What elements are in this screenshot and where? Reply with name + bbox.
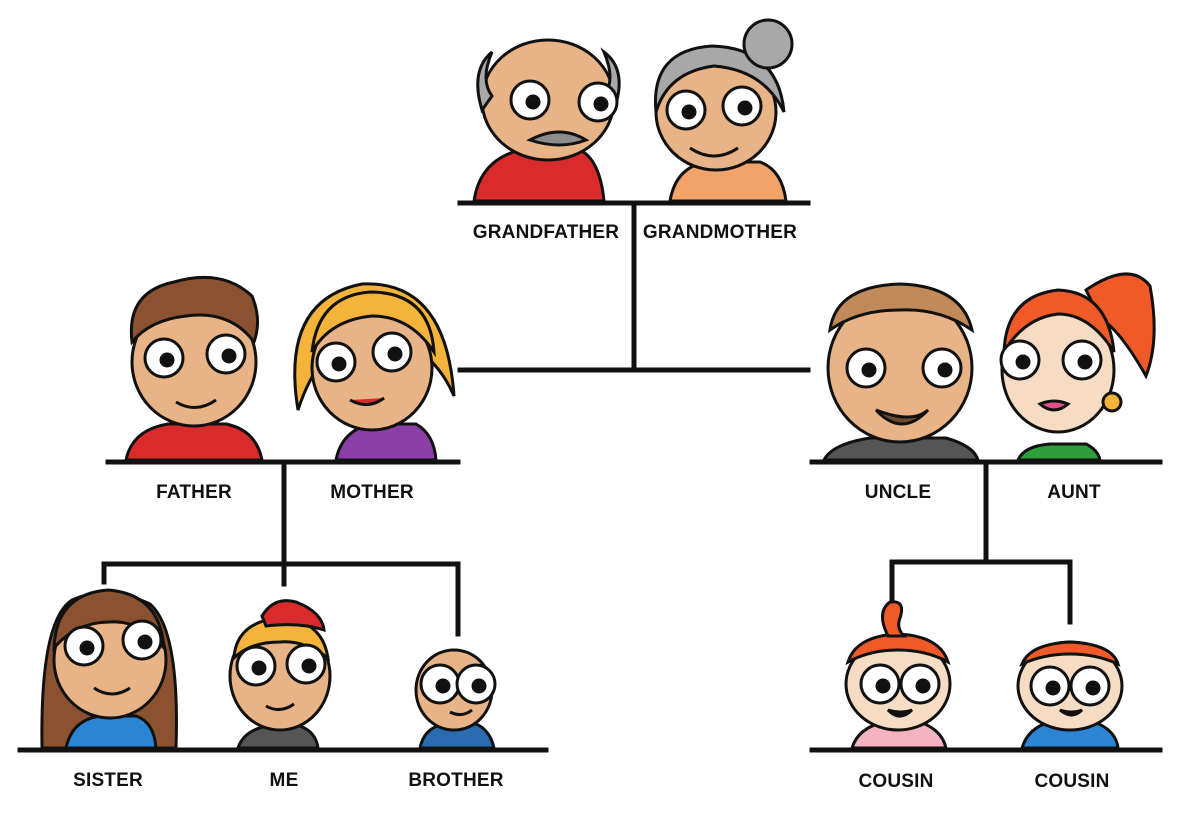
father-portrait [124, 275, 264, 462]
connector-lines [17, 200, 1163, 753]
sister-portrait [40, 588, 178, 750]
grandfather-portrait [472, 38, 621, 203]
cousin-boy-portrait [1016, 640, 1124, 750]
me-label: ME [269, 770, 299, 791]
uncle-label: UNCLE [864, 482, 932, 503]
grandmother-portrait [653, 18, 794, 203]
mother-portrait [293, 282, 456, 462]
brother-portrait [414, 648, 497, 750]
grandfather-label: GRANDFATHER [472, 222, 620, 243]
grandmother-label: GRANDMOTHER [642, 222, 798, 243]
me-portrait [228, 599, 332, 750]
aunt-portrait [999, 272, 1156, 462]
cousin-girl-portrait [844, 600, 952, 750]
father-label: FATHER [156, 482, 232, 503]
brother-label: BROTHER [408, 770, 504, 791]
cousin-girl-label: COUSIN [858, 771, 934, 792]
cousin-boy-label: COUSIN [1034, 771, 1110, 792]
uncle-portrait [821, 282, 980, 462]
aunt-label: AUNT [1047, 482, 1101, 503]
mother-label: MOTHER [330, 482, 414, 503]
sister-label: SISTER [73, 770, 143, 791]
